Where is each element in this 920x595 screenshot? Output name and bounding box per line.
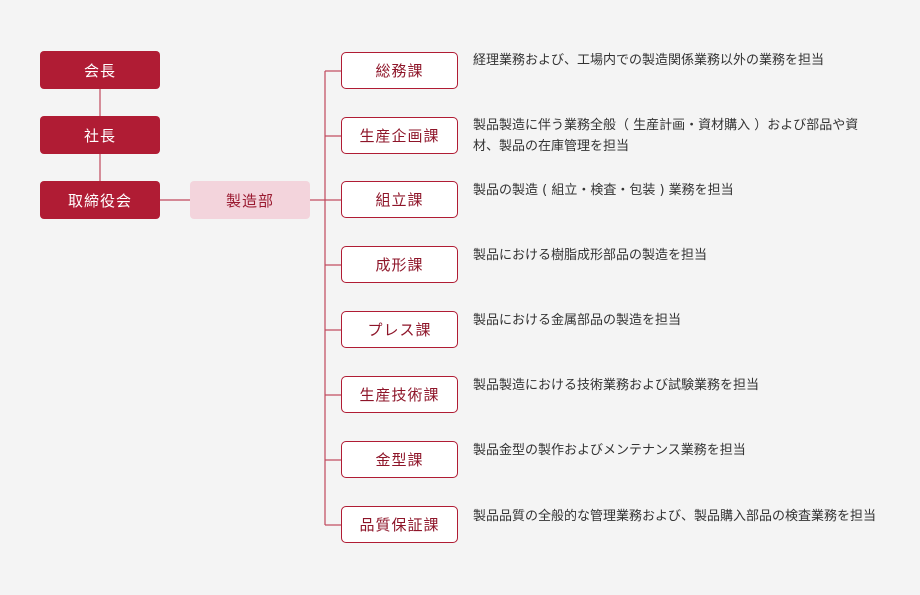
- section-press: プレス課: [341, 311, 458, 348]
- exec-board: 取締役会: [40, 181, 160, 219]
- section-quality-assurance: 品質保証課: [341, 506, 458, 543]
- exec-president: 社長: [40, 116, 160, 154]
- section-production-planning: 生産企画課: [341, 117, 458, 154]
- section-molding: 成形課: [341, 246, 458, 283]
- exec-chairman: 会長: [40, 51, 160, 89]
- section-desc-press: 製品における金属部品の製造を担当: [473, 313, 682, 328]
- section-desc-quality-assurance: 製品品質の全般的な管理業務および、製品購入部品の検査業務を担当: [473, 509, 877, 524]
- section-mold: 金型課: [341, 441, 458, 478]
- section-production-engineering: 生産技術課: [341, 376, 458, 413]
- section-general-affairs: 総務課: [341, 52, 458, 89]
- section-desc-molding: 製品における樹脂成形部品の製造を担当: [473, 248, 708, 263]
- dept-manufacturing: 製造部: [190, 181, 310, 219]
- section-assembly: 組立課: [341, 181, 458, 218]
- section-desc-production-planning: 製品製造に伴う業務全般（ 生産計画・資材購入 ）および部品や資材、製品の在庫管理…: [473, 118, 859, 154]
- section-desc-mold: 製品金型の製作およびメンテナンス業務を担当: [473, 443, 746, 458]
- section-desc-production-engineering: 製品製造における技術業務および試験業務を担当: [473, 378, 760, 393]
- section-desc-general-affairs: 経理業務および、工場内での製造関係業務以外の業務を担当: [473, 53, 825, 68]
- section-desc-assembly: 製品の製造 ( 組立・検査・包装 ) 業務を担当: [473, 183, 734, 198]
